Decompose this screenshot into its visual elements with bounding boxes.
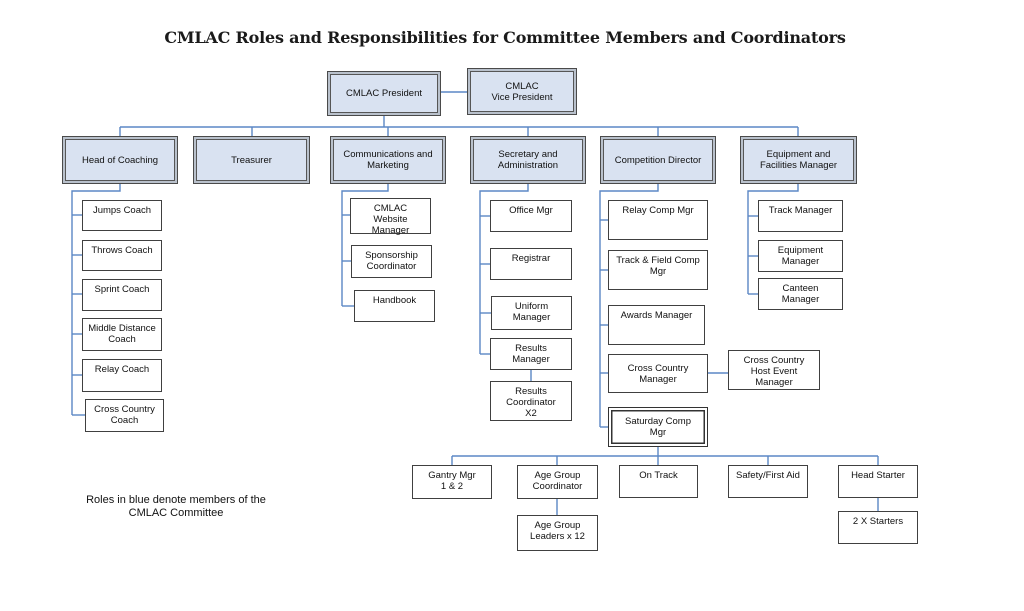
node-office-mgr: Office Mgr <box>490 200 572 232</box>
node-cmlac-vice-president: CMLAC Vice President <box>467 68 577 115</box>
node-communications-marketing: Communications and Marketing <box>330 136 446 184</box>
node-head-starter: Head Starter <box>838 465 918 498</box>
node-age-group-coordinator: Age Group Coordinator <box>517 465 598 499</box>
connector <box>599 184 659 427</box>
node-registrar: Registrar <box>490 248 572 280</box>
chart-title: CMLAC Roles and Responsibilities for Com… <box>164 28 846 47</box>
node-secretary-administration: Secretary and Administration <box>470 136 586 184</box>
node-age-group-leaders: Age Group Leaders x 12 <box>517 515 598 551</box>
node-relay-comp-mgr: Relay Comp Mgr <box>608 200 708 240</box>
node-jumps-coach: Jumps Coach <box>82 200 162 231</box>
node-sponsorship-coordinator: Sponsorship Coordinator <box>351 245 432 278</box>
node-throws-coach: Throws Coach <box>82 240 162 271</box>
node-awards-manager: Awards Manager <box>608 305 705 345</box>
node-equipment-facilities-manager: Equipment and Facilities Manager <box>740 136 857 184</box>
node-gantry-mgr-1-2: Gantry Mgr 1 & 2 <box>412 465 492 499</box>
node-2x-starters: 2 X Starters <box>838 511 918 544</box>
node-uniform-manager: Uniform Manager <box>491 296 572 330</box>
node-canteen-manager: Canteen Manager <box>758 278 843 310</box>
connector <box>747 184 799 294</box>
node-sprint-coach: Sprint Coach <box>82 279 162 311</box>
node-relay-coach: Relay Coach <box>82 359 162 392</box>
node-results-manager: Results Manager <box>490 338 572 370</box>
node-middle-distance-coach: Middle Distance Coach <box>82 318 162 351</box>
node-cross-country-coach: Cross Country Coach <box>85 399 164 432</box>
node-track-manager: Track Manager <box>758 200 843 232</box>
legend-note: Roles in blue denote members of the CMLA… <box>86 494 266 519</box>
node-competition-director: Competition Director <box>600 136 716 184</box>
node-results-coordinator-x2: Results Coordinator X2 <box>490 381 572 421</box>
node-cmlac-website-manager: CMLAC Website Manager <box>350 198 431 236</box>
node-track-field-comp-mgr: Track & Field Comp Mgr <box>608 250 708 290</box>
node-on-track: On Track <box>619 465 698 498</box>
node-cross-country-host-event-manager: Cross Country Host Event Manager <box>728 350 820 390</box>
connector <box>71 184 121 415</box>
node-cmlac-president: CMLAC President <box>327 71 441 116</box>
node-treasurer: Treasurer <box>193 136 310 184</box>
node-handbook: Handbook <box>354 290 435 322</box>
node-saturday-comp-mgr: Saturday Comp Mgr <box>608 407 708 447</box>
connector <box>341 184 389 306</box>
node-equipment-manager: Equipment Manager <box>758 240 843 272</box>
node-head-of-coaching: Head of Coaching <box>62 136 178 184</box>
node-cross-country-manager: Cross Country Manager <box>608 354 708 393</box>
node-safety-first-aid: Safety/First Aid <box>728 465 808 498</box>
connector <box>479 184 529 354</box>
